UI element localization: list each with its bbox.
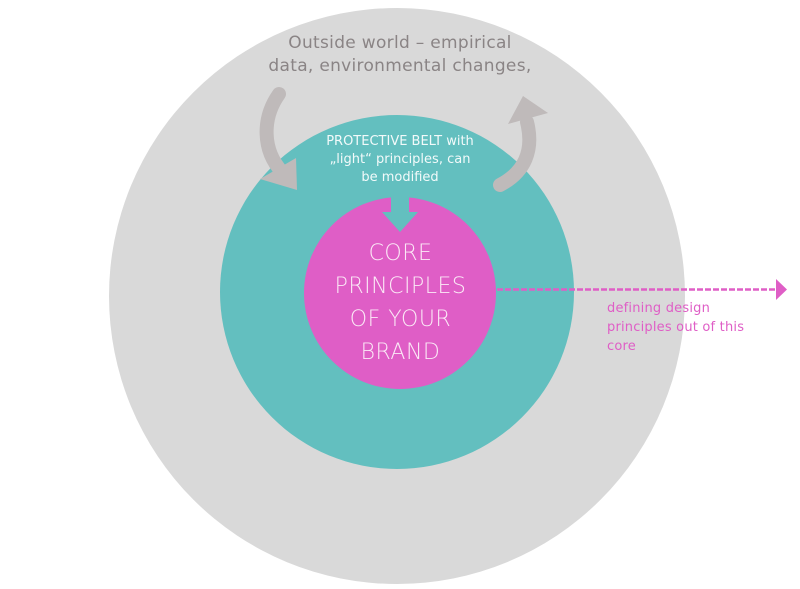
outside-world-label-line1: Outside world – empirical (288, 33, 512, 53)
outside-world-label: Outside world – empirical data, environm… (250, 32, 550, 78)
belt-to-core-arrow-icon (382, 195, 418, 232)
core-label-line3: OF YOUR (349, 307, 452, 332)
dashed-output-arrow-icon (497, 279, 787, 300)
design-principles-note: defining design principles out of this c… (607, 299, 777, 356)
core-label-line2: PRINCIPLES (334, 274, 467, 299)
protective-belt-label-line3: be modified (361, 170, 439, 185)
design-principles-note-line1: defining design (607, 301, 711, 316)
design-principles-note-line2: principles out of this (607, 320, 745, 335)
protective-belt-label: PROTECTIVE BELT with „light“ principles,… (300, 133, 500, 187)
outside-world-label-line2: data, environmental changes, (268, 56, 532, 76)
inward-curved-arrow-icon (259, 87, 297, 190)
protective-belt-label-line1: PROTECTIVE BELT with (326, 134, 474, 149)
core-label-line1: CORE (368, 241, 433, 266)
outward-curved-arrow-icon (493, 96, 548, 192)
core-label: CORE PRINCIPLES OF YOUR BRAND (304, 237, 497, 369)
protective-belt-label-line2: „light“ principles, can (329, 152, 471, 167)
core-label-line4: BRAND (360, 340, 441, 365)
core-circle (304, 197, 496, 389)
design-principles-note-line3: core (607, 339, 636, 354)
